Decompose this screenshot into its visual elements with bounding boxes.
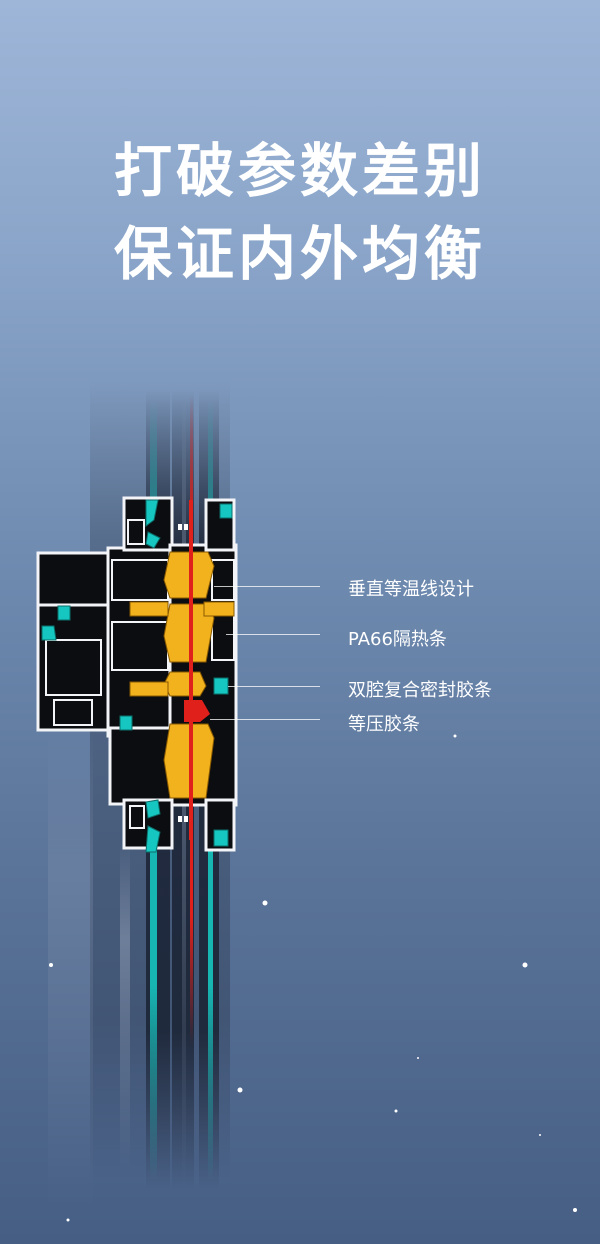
leader-line-pa66 bbox=[226, 634, 320, 635]
callout-equal-pressure-gasket: 等压胶条 bbox=[348, 714, 420, 735]
leader-line-equal-pressure bbox=[210, 719, 320, 720]
isotherm-line bbox=[184, 500, 210, 840]
callout-isotherm-design: 垂直等温线设计 bbox=[348, 579, 474, 600]
callout-pa66-strip: PA66隔热条 bbox=[348, 629, 447, 650]
callout-double-cavity-seal: 双腔复合密封胶条 bbox=[348, 680, 492, 701]
seal-gaskets bbox=[41, 499, 233, 853]
headline-line-1: 打破参数差别 bbox=[113, 137, 486, 205]
leader-line-isotherm bbox=[214, 586, 320, 587]
glass-spacers bbox=[178, 524, 188, 822]
headline-line-2: 保证内外均衡 bbox=[113, 220, 486, 288]
equal-pressure-gasket bbox=[184, 700, 210, 722]
leader-line-double-cavity-seal bbox=[228, 686, 320, 687]
sparkles bbox=[49, 734, 577, 1222]
